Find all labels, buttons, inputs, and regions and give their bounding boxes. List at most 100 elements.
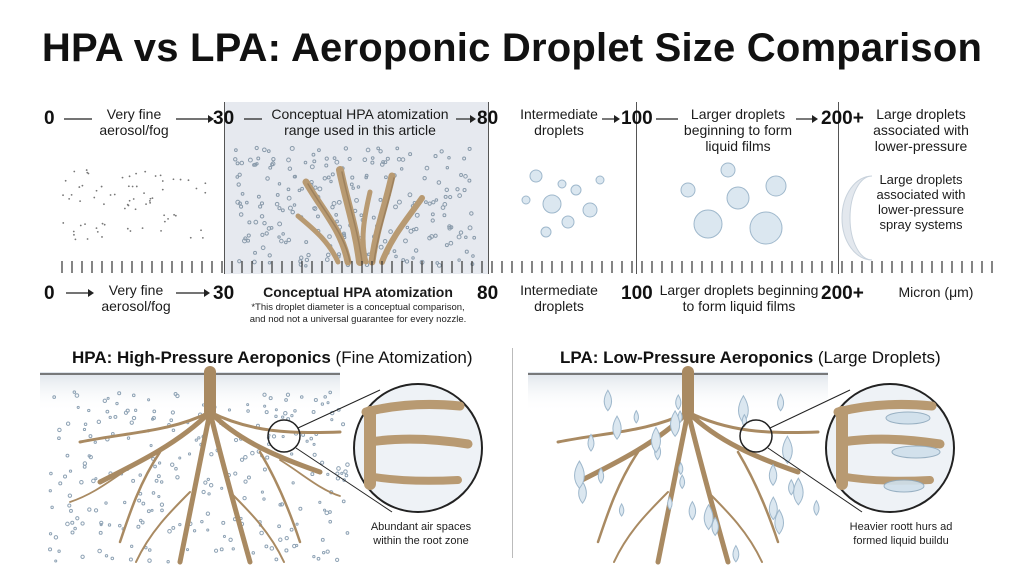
- hpa-dot: [392, 249, 397, 254]
- lpa-drop: [774, 508, 785, 535]
- hpa-dot: [403, 238, 408, 244]
- mist-dot: [166, 560, 170, 564]
- mist-dot: [82, 427, 87, 432]
- mist-dot: [175, 393, 180, 399]
- bottom-mark-80: 80: [477, 283, 499, 304]
- fog-dot: [126, 203, 129, 206]
- hpa-dot: [324, 163, 329, 168]
- hpa-dot: [313, 185, 318, 190]
- mist-dot: [118, 523, 122, 528]
- mist-dot: [259, 530, 264, 536]
- lpa-drop: [788, 478, 795, 496]
- hpa-dot: [254, 145, 259, 151]
- hpa-dot: [259, 201, 265, 206]
- mist-dot: [318, 500, 322, 504]
- lpa-drop: [651, 426, 661, 454]
- hpa-dot: [350, 175, 355, 180]
- mist-dot: [52, 395, 57, 399]
- hpa-dot: [274, 201, 280, 207]
- hpa-dot: [306, 252, 311, 258]
- hpa-dot: [277, 235, 281, 239]
- hpa-heading-bold: HPA: High-Pressure Aeroponics: [72, 348, 331, 367]
- hpa-dot: [396, 156, 402, 162]
- mist-dot: [129, 420, 134, 425]
- mist-dot: [97, 548, 102, 554]
- lpa-drop: [597, 467, 605, 484]
- unit-label: Micron (μm): [898, 284, 974, 300]
- hpa-dot: [467, 178, 472, 183]
- mist-dot: [87, 454, 91, 458]
- fog-dot: [195, 187, 198, 190]
- hpa-dot: [334, 212, 339, 217]
- hpa-dot: [404, 259, 410, 264]
- hpa-dot: [277, 182, 282, 186]
- hpa-dot: [335, 219, 339, 224]
- mist-dot: [206, 477, 210, 482]
- mist-dot: [227, 408, 232, 412]
- hpa-dot: [289, 145, 295, 151]
- hpa-dot: [312, 159, 317, 164]
- lpa-drop: [688, 500, 697, 521]
- hpa-dot: [341, 231, 346, 236]
- mist-dot: [178, 523, 182, 527]
- side-label-large: Large droplets associated with lower-pre…: [876, 172, 966, 232]
- hpa-dot: [330, 172, 335, 177]
- hpa-dot: [400, 157, 406, 162]
- fog-dot: [149, 201, 152, 204]
- fog-dot: [204, 182, 207, 185]
- intermediate-drop: [570, 184, 582, 196]
- lpa-drop: [675, 394, 682, 411]
- hpa-dot: [336, 199, 342, 205]
- mist-dot: [330, 418, 334, 422]
- fog-dot: [154, 175, 157, 177]
- fog-dot: [128, 199, 131, 202]
- hpa-dot: [413, 248, 419, 253]
- hpa-dot: [237, 172, 242, 177]
- mist-dot: [131, 393, 136, 398]
- mist-dot: [290, 414, 294, 418]
- mist-dot: [293, 409, 297, 413]
- lpa-drop: [777, 393, 785, 412]
- mist-dot: [342, 478, 346, 482]
- top-mark-100: 100: [621, 108, 653, 129]
- hpa-dot: [332, 156, 337, 161]
- mist-dot: [167, 528, 172, 534]
- mist-dot: [149, 444, 153, 448]
- hpa-dot: [371, 215, 376, 220]
- top-mark-0: 0: [44, 108, 55, 129]
- mist-dot: [137, 498, 142, 503]
- mist-dot: [325, 549, 330, 554]
- hpa-dot: [469, 211, 474, 216]
- hpa-dot: [336, 252, 342, 257]
- lpa-drop: [678, 461, 684, 476]
- mist-dot: [312, 555, 316, 559]
- fog-dot: [189, 236, 192, 239]
- hpa-dot: [399, 167, 404, 171]
- hpa-dot: [430, 212, 435, 217]
- hpa-dot: [240, 192, 245, 196]
- mist-dot: [156, 474, 161, 479]
- mist-dot: [281, 415, 285, 419]
- mist-dot: [93, 440, 97, 444]
- lpa-heading: LPA: Low-Pressure Aeroponics (Large Drop…: [560, 348, 941, 368]
- mist-dot: [146, 509, 151, 514]
- mist-dot: [200, 519, 204, 524]
- fog-dot: [72, 230, 75, 233]
- larger-drop: [749, 211, 783, 245]
- hpa-dot: [444, 187, 450, 193]
- hpa-dot: [246, 233, 251, 238]
- hpa-dot: [304, 240, 309, 245]
- fog-dot: [173, 213, 176, 216]
- hpa-dot: [324, 257, 330, 262]
- mist-dot: [93, 508, 99, 513]
- lpa-drop: [732, 544, 740, 563]
- hpa-dot: [414, 212, 420, 218]
- intermediate-drop: [561, 215, 575, 229]
- mist-dot: [203, 480, 208, 485]
- arrow-right-icon: [470, 115, 476, 123]
- fog-dot: [135, 185, 138, 188]
- hpa-dot: [290, 209, 295, 215]
- hpa-dot: [286, 237, 292, 243]
- fog-dot: [126, 227, 129, 230]
- mist-dot: [246, 409, 250, 413]
